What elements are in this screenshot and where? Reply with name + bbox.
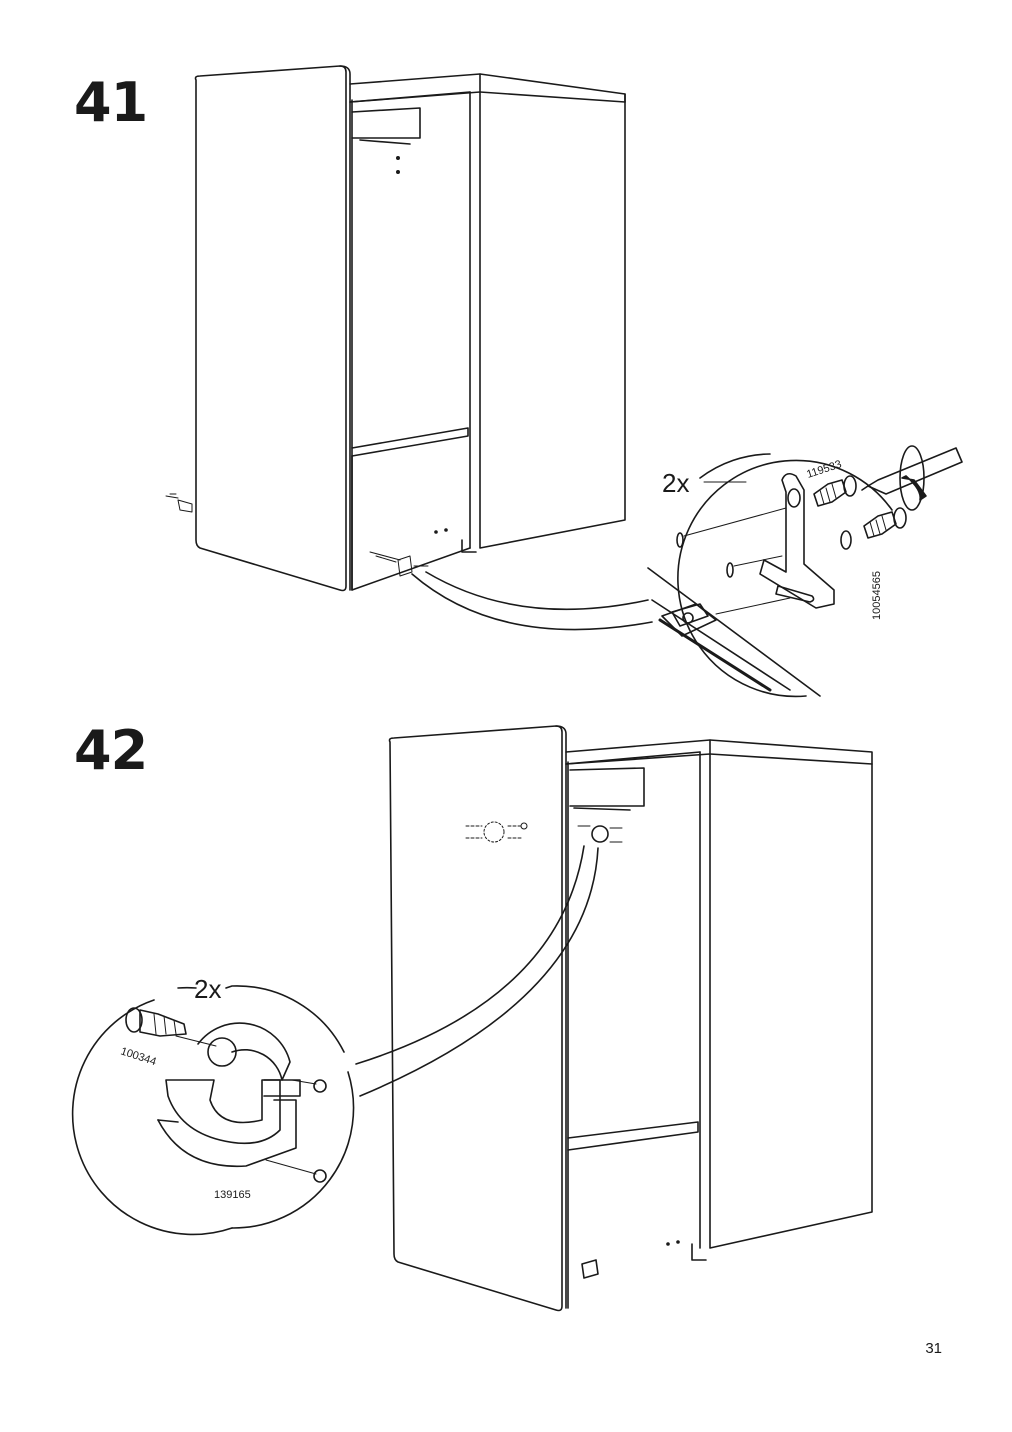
cam-cover-icon <box>157 1022 301 1168</box>
step-42-quantity: 2x <box>194 974 221 1004</box>
screwdriver-icon <box>861 445 963 511</box>
step-41-part-bracket: 10054565 <box>871 571 883 620</box>
rotate-arrow-icon <box>901 475 927 501</box>
step-42-number: 42 <box>74 719 148 782</box>
step-42-part-cap: 139165 <box>214 1189 251 1201</box>
step-42-part-screw: 100344 <box>119 1045 158 1068</box>
screw-icon <box>813 475 857 507</box>
bracket-icon <box>759 472 835 609</box>
screw-icon <box>125 1007 187 1037</box>
step-41-number: 41 <box>74 71 148 134</box>
step-41-cabinet <box>165 65 653 631</box>
step-41-detail-circle: 2x 119533 10054565 <box>647 445 963 698</box>
step-42-detail-circle: 2x 100344 139165 <box>71 974 355 1236</box>
page-number: 31 <box>925 1340 942 1357</box>
step-41-quantity: 2x <box>662 468 689 498</box>
screw-icon <box>863 507 907 539</box>
step-42-cabinet <box>355 725 873 1312</box>
